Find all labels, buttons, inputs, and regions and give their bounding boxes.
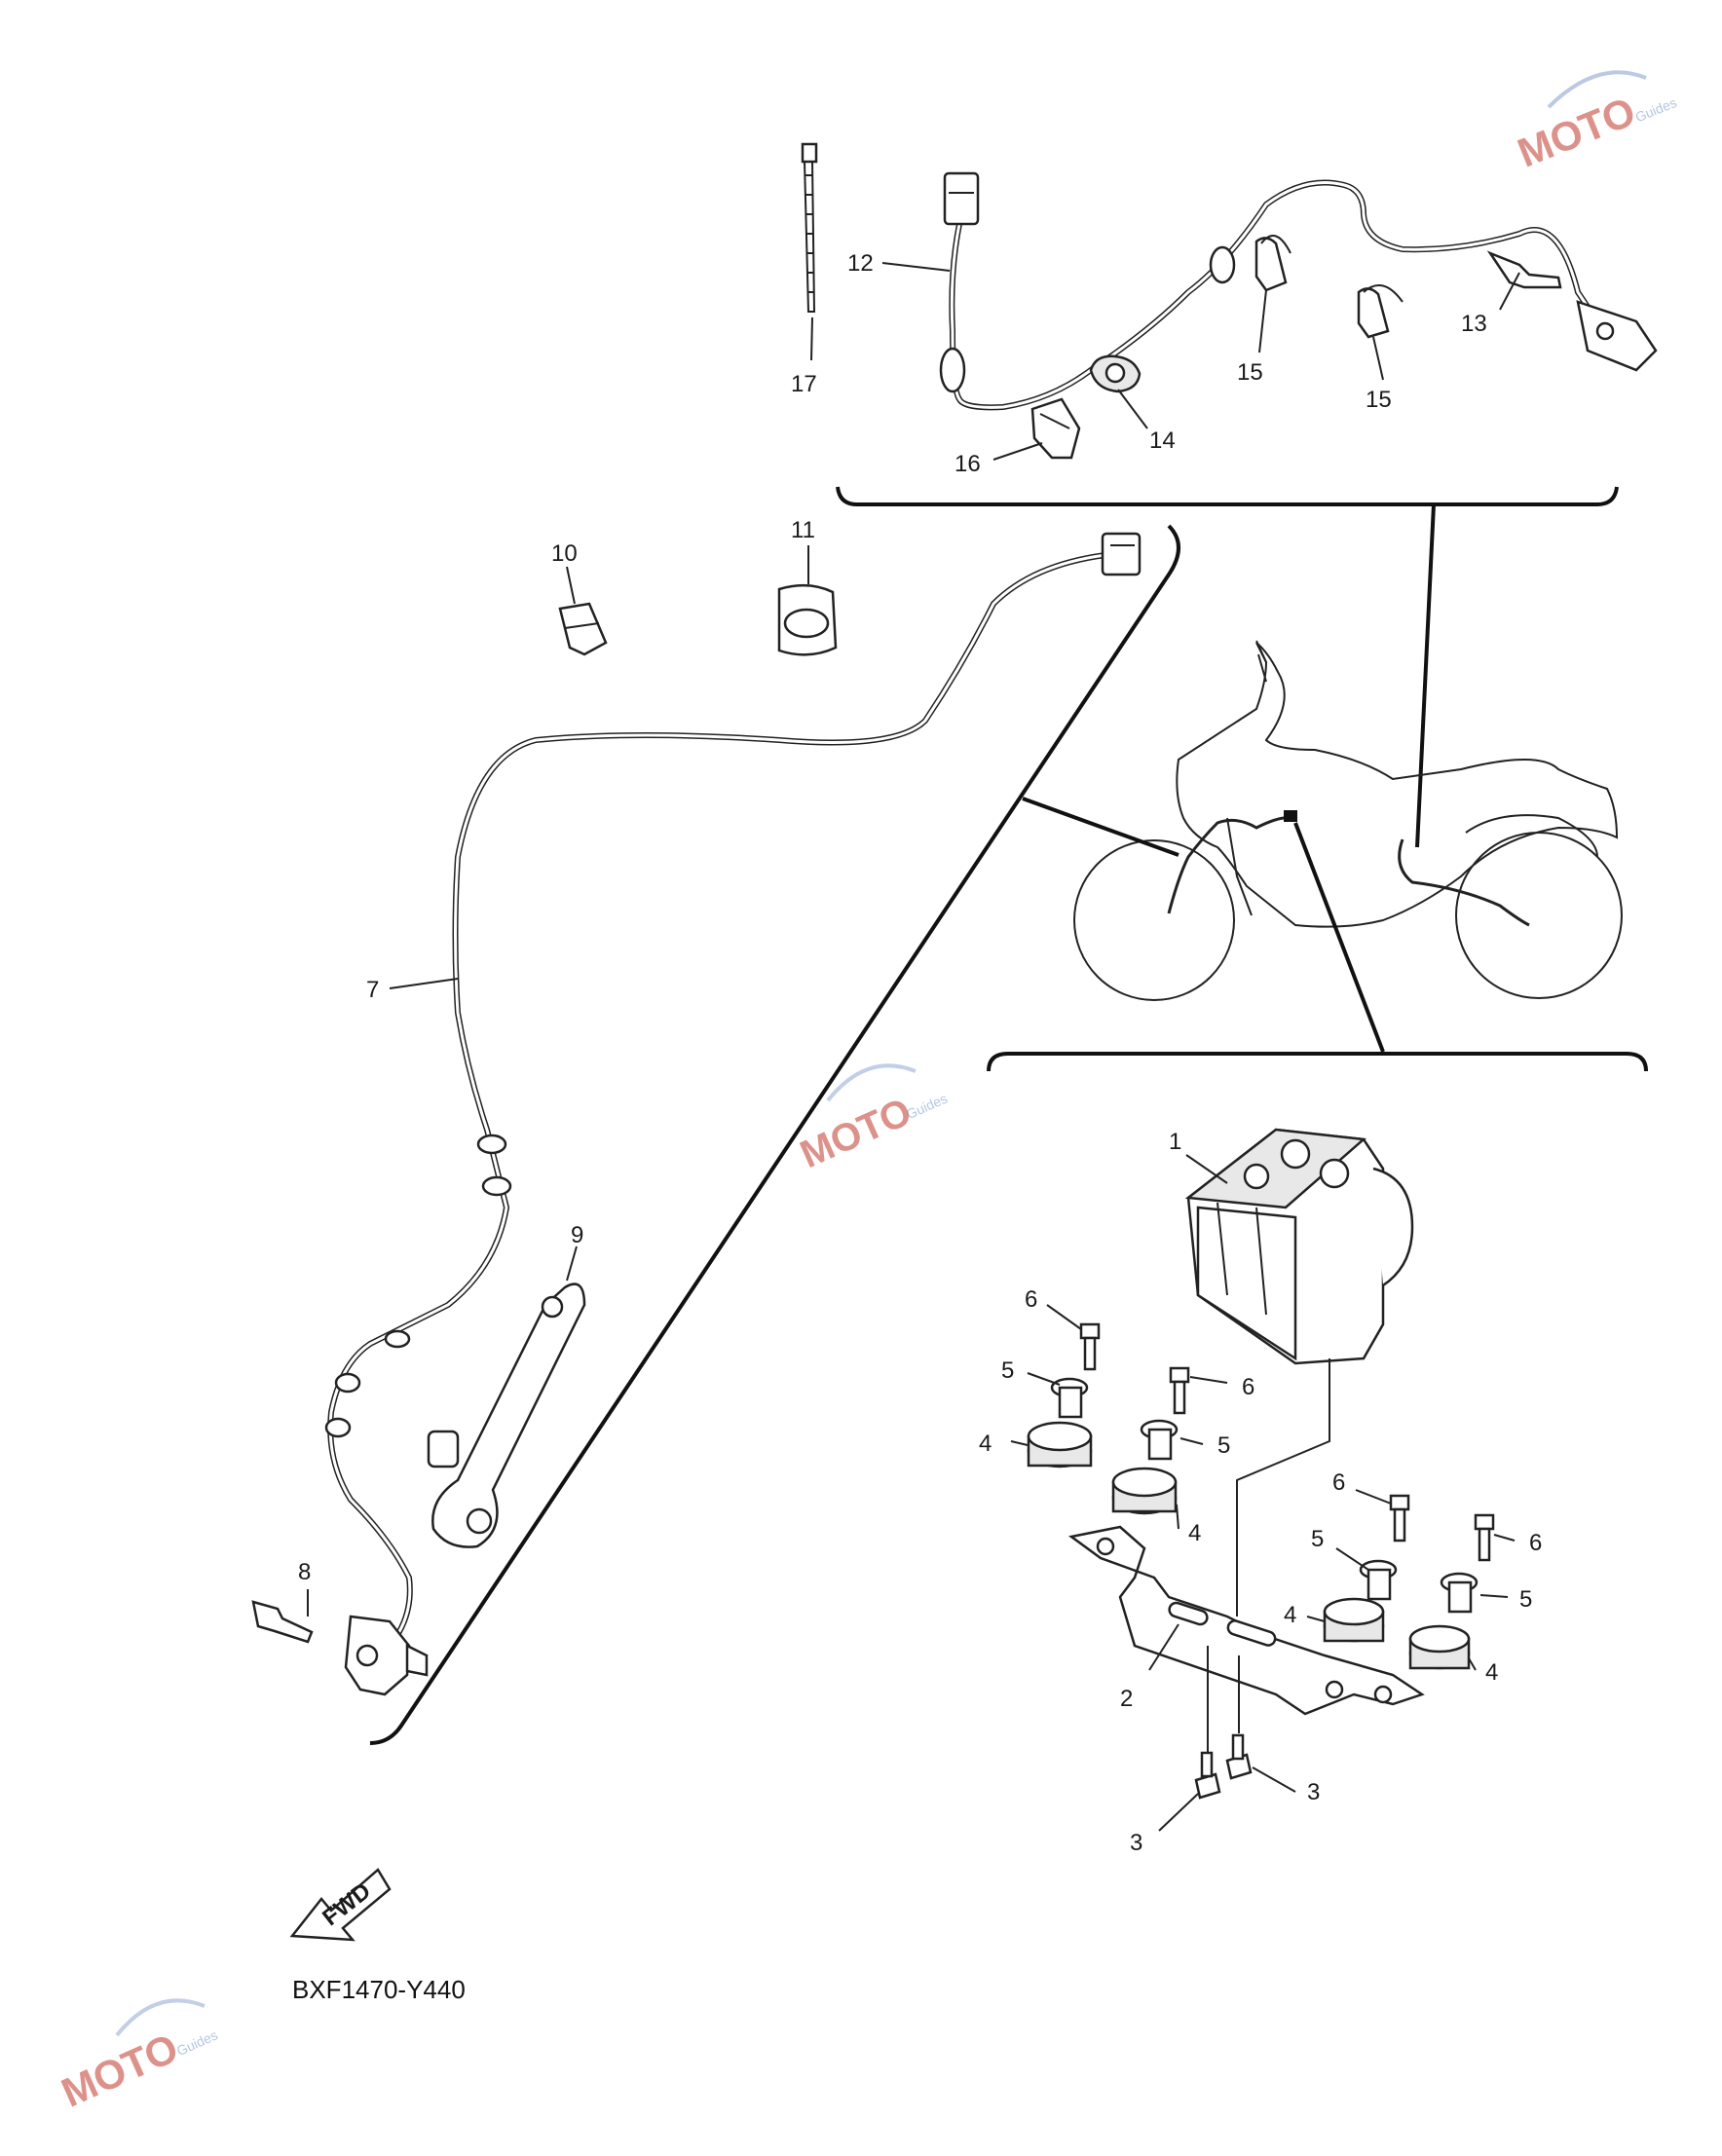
collar-5a [1050, 1377, 1089, 1419]
rubber-damper-4c [1323, 1597, 1385, 1643]
callout-5c: 5 [1311, 1526, 1324, 1552]
cable-tie-17 [801, 142, 818, 313]
callout-4c: 4 [1284, 1602, 1296, 1628]
callout-leaders [307, 262, 1520, 1832]
bolt-6c [1389, 1494, 1410, 1543]
callout-6c: 6 [1332, 1469, 1345, 1496]
callout-5a: 5 [1001, 1357, 1014, 1384]
abs-unit-location-marker [1284, 810, 1297, 822]
diagram-code: BXF1470-Y440 [292, 1975, 466, 2004]
rubber-damper-4d [1408, 1624, 1471, 1670]
abs-mounting-bracket-2 [1067, 1525, 1425, 1716]
rear-group-bracket [836, 486, 1619, 506]
callout-2: 2 [1120, 1686, 1133, 1712]
bolt-3b [1225, 1733, 1253, 1780]
watermark-brand: MOTO [55, 2025, 185, 2116]
callout-8: 8 [298, 1559, 311, 1585]
watermark-brand: MOTO [1512, 88, 1642, 175]
callout-15b: 15 [1366, 387, 1392, 413]
callout-4b: 4 [1188, 1520, 1201, 1546]
front-wheel-sensor-lead-7 [324, 532, 1142, 1696]
motorcycle-overview-illustration [1022, 640, 1623, 1053]
abs-hydraulic-unit-1 [1184, 1128, 1414, 1365]
abs-leader-line [1293, 822, 1385, 1053]
rubber-damper-4b [1111, 1467, 1178, 1515]
callout-4a: 4 [979, 1431, 992, 1457]
sensor-bracket-9 [427, 1282, 586, 1548]
abs-group-bracket [987, 1052, 1648, 1072]
rubber-damper-4a [1027, 1421, 1093, 1468]
callout-1: 1 [1169, 1129, 1181, 1155]
callout-7: 7 [366, 977, 379, 1003]
rear-sensor-group [801, 142, 1658, 848]
cable-guide-16 [1030, 397, 1081, 460]
callout-10: 10 [551, 540, 578, 567]
front-sensor-group [251, 524, 1180, 1745]
rear-leader-line [1415, 503, 1436, 848]
callout-6d: 6 [1529, 1530, 1542, 1556]
callout-15a: 15 [1237, 359, 1263, 386]
callout-9: 9 [571, 1222, 583, 1248]
watermark-top-right: MOTO Guides [1512, 70, 1679, 176]
bolt-13 [1486, 250, 1562, 289]
collar-5b [1140, 1419, 1179, 1461]
clip-15b [1357, 283, 1404, 339]
callout-6b: 6 [1242, 1374, 1254, 1400]
bolt-6b [1169, 1366, 1190, 1415]
callout-13: 13 [1461, 311, 1487, 337]
watermark-sub: Guides [904, 1091, 950, 1123]
callout-3a: 3 [1130, 1830, 1142, 1856]
watermark-center: MOTO Guides [794, 1063, 950, 1176]
watermark-bottom-left: MOTO Guides [55, 1998, 220, 2116]
callout-numbers: 1 2 3 3 4 4 4 4 5 5 5 5 6 6 6 6 7 8 9 10… [298, 250, 1542, 1856]
callout-12: 12 [847, 250, 874, 277]
bolt-3a [1194, 1751, 1221, 1800]
callout-17: 17 [791, 371, 817, 397]
callout-16: 16 [955, 451, 981, 477]
front-group-bracket [369, 524, 1180, 1745]
watermark-sub: Guides [1633, 94, 1679, 125]
rear-wheel-sensor-lead-12 [939, 171, 1658, 411]
fwd-direction-arrow: FWD [289, 1868, 392, 1942]
clamp-14 [1089, 354, 1142, 393]
collar-5c [1359, 1559, 1398, 1601]
collar-5d [1440, 1572, 1479, 1614]
watermark-sub: Guides [174, 2026, 220, 2059]
front-leader-line [1022, 797, 1179, 857]
callout-4d: 4 [1485, 1659, 1498, 1686]
clip-10 [558, 602, 608, 656]
bolt-6d [1474, 1513, 1495, 1562]
bolt-6a [1079, 1322, 1101, 1371]
bolt-8 [251, 1600, 314, 1644]
abs-unit-group [987, 1052, 1648, 1800]
clip-15a [1254, 235, 1292, 292]
callout-6a: 6 [1025, 1286, 1037, 1313]
watermark-brand: MOTO [794, 1090, 917, 1176]
callout-5b: 5 [1217, 1432, 1230, 1459]
clamp-11 [777, 583, 838, 656]
callout-3b: 3 [1307, 1779, 1320, 1805]
callout-11: 11 [791, 517, 815, 543]
callout-5d: 5 [1519, 1586, 1532, 1613]
callout-14: 14 [1149, 427, 1176, 454]
